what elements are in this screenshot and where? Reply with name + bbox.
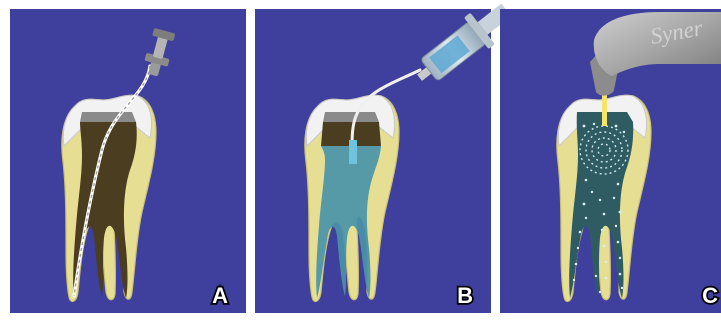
panel-label-a: A bbox=[212, 283, 228, 308]
panel-c: Syner C bbox=[500, 9, 721, 313]
panel-a: A bbox=[10, 9, 246, 313]
panel-label-b: B bbox=[457, 283, 473, 308]
panel-b: B bbox=[255, 0, 519, 313]
panel-label-c: C bbox=[702, 283, 718, 308]
needle-irrigant-jet bbox=[349, 140, 357, 164]
tooth-b-access-cavity bbox=[323, 112, 379, 122]
tooth-a-access-cavity bbox=[80, 112, 136, 122]
